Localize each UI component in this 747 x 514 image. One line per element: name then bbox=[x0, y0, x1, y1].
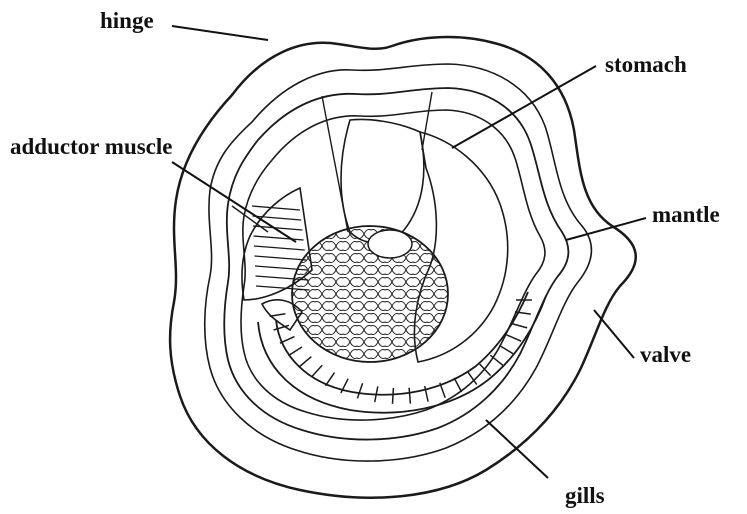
hinge-label: hinge bbox=[100, 8, 154, 33]
gill-lamella bbox=[311, 365, 322, 377]
gill-lamella bbox=[280, 337, 295, 344]
gill-lamella bbox=[512, 324, 527, 328]
stomach-label: stomach bbox=[605, 52, 687, 77]
gill-lamella bbox=[454, 378, 462, 392]
valve-label: valve bbox=[640, 342, 691, 367]
fan-filament bbox=[252, 206, 300, 210]
gills-label: gills bbox=[565, 483, 605, 508]
gill-lamella bbox=[326, 373, 335, 386]
fan-filament bbox=[255, 256, 307, 260]
gill-lamella bbox=[507, 335, 522, 341]
gill-lamella bbox=[499, 345, 513, 353]
fan-filament bbox=[254, 236, 304, 240]
adductor-muscle-label: adductor muscle bbox=[10, 134, 173, 159]
gill-lamella bbox=[299, 357, 311, 367]
gill-lamella bbox=[288, 347, 302, 356]
mantle-label: mantle bbox=[652, 202, 720, 227]
gill-lamella bbox=[393, 388, 394, 404]
gill-lamella bbox=[357, 383, 362, 398]
stomach-mass bbox=[341, 120, 424, 244]
gill-lamella bbox=[409, 388, 410, 404]
fan-filament bbox=[254, 246, 305, 250]
